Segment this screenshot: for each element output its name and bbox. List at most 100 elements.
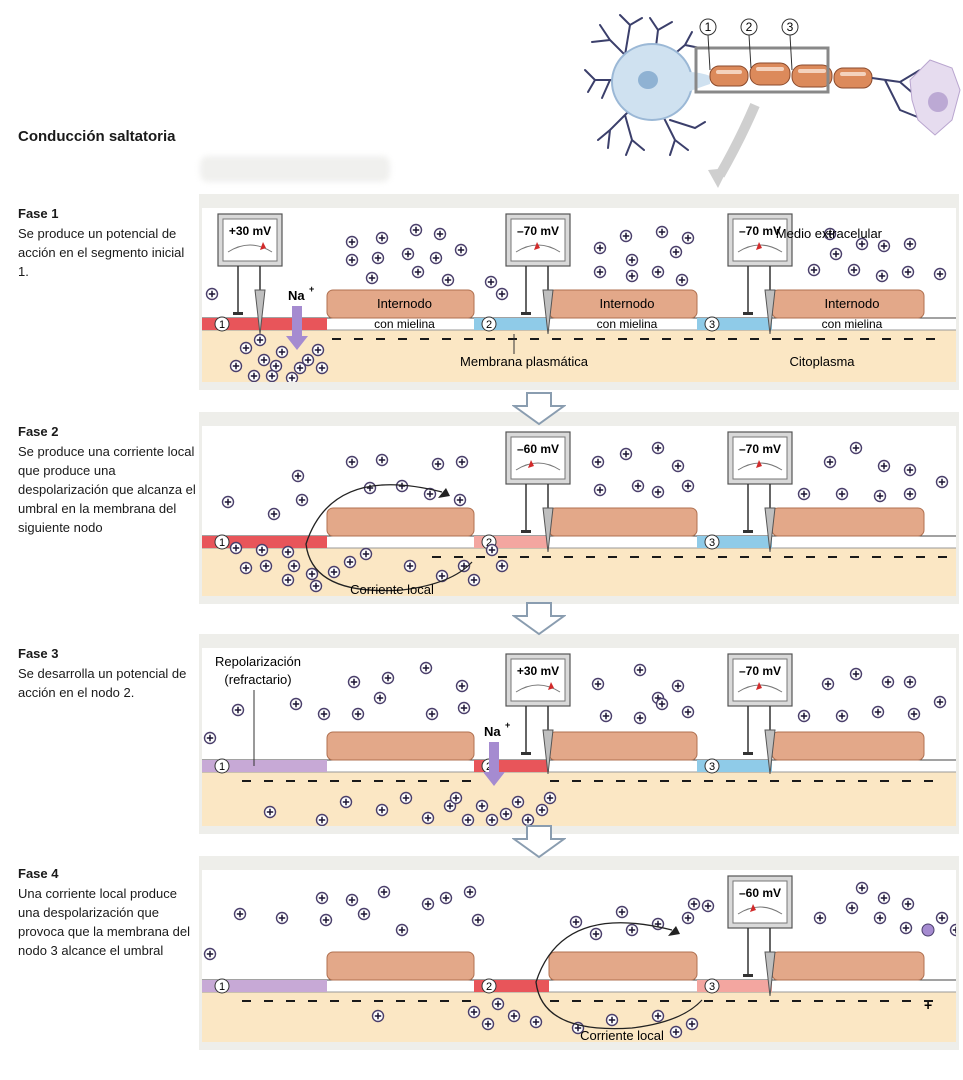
negative-charge-icon	[660, 780, 669, 782]
positive-ion-icon	[257, 353, 271, 367]
voltmeter-screen	[732, 218, 788, 262]
positive-ion-icon	[239, 561, 253, 575]
positive-ion-icon	[343, 555, 357, 569]
repolarization-label: Repolarización	[215, 654, 301, 669]
negative-charge-icon	[396, 1000, 405, 1002]
page-title: Conducción saltatoria	[18, 128, 176, 145]
negative-charge-icon	[706, 338, 715, 340]
voltmeter-scale	[515, 684, 561, 693]
positive-ion-icon	[933, 267, 947, 281]
myelin-internode	[326, 507, 475, 537]
negative-charge-icon	[926, 338, 935, 340]
negative-charge-icon	[850, 556, 859, 558]
positive-ion-icon	[491, 997, 505, 1011]
positive-ion-icon	[669, 245, 683, 259]
node-number-badge	[214, 978, 230, 994]
negative-charge-icon	[696, 556, 705, 558]
positive-ion-icon	[231, 703, 245, 717]
positive-ion-icon	[371, 251, 385, 265]
electrode-probe	[542, 507, 554, 553]
positive-ion-icon	[877, 459, 891, 473]
voltmeter-scale	[515, 462, 561, 471]
negative-charge-icon	[616, 780, 625, 782]
positive-ion-icon	[433, 227, 447, 241]
positive-ion-icon	[439, 891, 453, 905]
positive-ion-icon	[521, 813, 535, 827]
local-current-arrow-icon	[305, 484, 473, 592]
positive-ion-icon	[835, 709, 849, 723]
negative-charge-icon	[374, 1000, 383, 1002]
negative-charge-icon	[770, 1000, 779, 1002]
negative-charge-icon	[520, 556, 529, 558]
negative-charge-icon	[638, 780, 647, 782]
voltmeter-reading: +30 mV	[229, 224, 271, 238]
negative-charge-icon	[574, 338, 583, 340]
node-segment-1	[202, 980, 327, 992]
voltmeter-needle	[756, 242, 762, 250]
positive-ion-icon	[457, 559, 471, 573]
neuron-illustration: 1 2 3	[584, 14, 961, 188]
positive-ion-icon	[315, 813, 329, 827]
voltmeter-needle	[528, 460, 534, 468]
neuron-node-2-label: 2	[746, 20, 753, 34]
negative-charge-icon	[784, 556, 793, 558]
positive-ion-icon	[593, 483, 607, 497]
positive-ion-icon	[655, 225, 669, 239]
positive-ion-icon	[591, 677, 605, 691]
negative-charge-icon	[550, 780, 559, 782]
na-ion-label: Na	[288, 288, 305, 303]
node-number-label: 3	[709, 319, 715, 331]
positive-ion-icon	[871, 705, 885, 719]
positive-ion-icon	[281, 545, 295, 559]
local-current-arrowhead-icon	[668, 926, 680, 936]
positive-ion-icon	[619, 229, 633, 243]
negative-charge-icon	[550, 1000, 559, 1002]
positive-ion-icon	[813, 911, 827, 925]
negative-charge-icon	[462, 780, 471, 782]
phase-3-panel: 123+30 mV–70 mVRepolarización(refractari…	[199, 634, 959, 834]
positive-ion-icon	[291, 469, 305, 483]
positive-ion-icon	[687, 897, 701, 911]
myelin-internode	[326, 731, 475, 761]
positive-ion-icon	[903, 675, 917, 689]
negative-charge-icon	[772, 338, 781, 340]
positive-ion-icon	[849, 667, 863, 681]
positive-ion-icon	[467, 573, 481, 587]
positive-ion-icon	[457, 701, 471, 715]
node-number-badge	[214, 316, 230, 332]
myelin-internode	[771, 951, 925, 981]
positive-ion-icon	[949, 923, 963, 937]
positive-ion-icon	[681, 911, 695, 925]
negative-charge-icon	[704, 1000, 713, 1002]
positive-ion-icon	[569, 915, 583, 929]
voltmeter: –70 mV	[727, 431, 793, 553]
negative-charge-icon	[308, 1000, 317, 1002]
positive-ion-icon	[903, 463, 917, 477]
voltmeter-needle	[534, 242, 540, 250]
negative-charge-icon	[638, 1000, 647, 1002]
internode-sublabel: con mielina	[374, 317, 435, 331]
positive-ion-icon	[345, 235, 359, 249]
node-number-label: 1	[219, 761, 225, 773]
node-number-label: 1	[219, 537, 225, 549]
refractory-label: (refractario)	[224, 672, 291, 687]
phase-3-text: Fase 3 Se desarrolla un potencial de acc…	[18, 646, 196, 702]
negative-charge-icon	[330, 1000, 339, 1002]
positive-ion-icon	[901, 265, 915, 279]
positive-ion-icon	[455, 455, 469, 469]
node-number-label: 2	[486, 537, 492, 549]
plus-charge-label: +	[924, 997, 932, 1013]
positive-ion-icon	[835, 487, 849, 501]
phase-2-text: Fase 2 Se produce una corriente local qu…	[18, 424, 196, 537]
negative-charge-icon	[750, 338, 759, 340]
extracellular-label: Medio extracelular	[776, 226, 883, 241]
positive-ion-icon	[319, 913, 333, 927]
negative-charge-icon	[794, 338, 803, 340]
positive-ion-icon	[327, 565, 341, 579]
neuron-node-1-label: 1	[705, 20, 712, 34]
negative-charge-icon	[286, 780, 295, 782]
voltmeter: –60 mV	[505, 431, 571, 553]
negative-charge-icon	[858, 780, 867, 782]
positive-ion-icon	[669, 1025, 683, 1039]
